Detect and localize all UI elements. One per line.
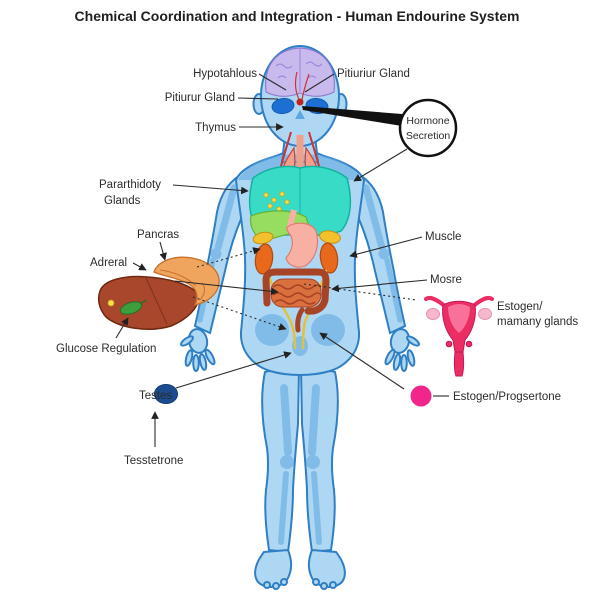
intestines [262, 268, 330, 333]
label-parathyroid-line1: Pararthidoty [99, 179, 161, 191]
label-pancreas: Pancras [137, 229, 179, 241]
label-testosterone: Tesstetrone [124, 455, 183, 467]
hypothalamus-line [258, 73, 287, 91]
right-foot [308, 548, 346, 590]
right-hand [384, 328, 420, 372]
hormone-secretion-label-line2: Secretion [406, 130, 451, 142]
estrogen-progesterone-line [319, 332, 405, 390]
hormone-secretion-arrow [353, 148, 408, 182]
pancreas-body-line [174, 280, 279, 296]
estrogen-progesterone-dot [410, 385, 432, 407]
left-foot [254, 548, 292, 590]
label-parathyroid-line2: Glands [104, 195, 141, 207]
page-title: Chemical Coordination and Integration - … [75, 8, 520, 24]
pancreas-arrow [159, 241, 167, 261]
muscle-arrow [349, 236, 423, 258]
label-testes: Testes [139, 390, 172, 402]
mosre-arrow [331, 279, 428, 293]
hormone-secretion-label-line1: Hormone [406, 115, 449, 127]
label-estrogen-mammary-line1: Estogen/ [497, 301, 543, 313]
label-pituitary-left: Pitiurur Gland [165, 92, 235, 104]
label-adrenal: Adreral [90, 257, 127, 269]
right-kidney [319, 242, 339, 274]
hormone-secretion-badge: Hormone Secretion [398, 98, 458, 158]
pituitary-right-line [304, 73, 335, 93]
label-muscle: Muscle [425, 231, 461, 243]
left-eye-region [271, 97, 295, 115]
adrenal-arrow [132, 262, 147, 271]
hormone-secretion-wedge [302, 106, 402, 126]
liver-external [97, 275, 201, 330]
right-ovary [478, 308, 492, 320]
pelvis-dotted-line [192, 296, 287, 331]
body-figure [180, 45, 420, 590]
pituitary-dot [296, 98, 304, 106]
callout-lines [115, 73, 449, 447]
pituitary-left-line [237, 97, 279, 100]
nose [295, 110, 305, 119]
glucose-arrow [115, 317, 129, 339]
gallbladder-body [119, 301, 143, 315]
testes-line [175, 351, 292, 389]
parathyroid-arrow [172, 184, 249, 195]
label-mosre: Mosre [430, 274, 462, 286]
stomach [285, 209, 319, 268]
testes-oval [154, 384, 178, 404]
uterus [424, 296, 494, 377]
label-estrogen-mammary-line2: mamany glands [497, 316, 578, 328]
left-ovary [426, 308, 440, 320]
label-glucose-regulation: Glucose Regulation [56, 343, 156, 355]
liver-highlight-dot [107, 299, 115, 307]
label-thymus: Thymus [195, 122, 236, 134]
label-hypothalamus: Hypotahlous [193, 68, 257, 80]
left-hand [180, 328, 216, 372]
label-estrogen-progesterone: Estogen/Progsertone [453, 391, 561, 403]
label-pituitary-right: Pitiuriur Gland [337, 68, 410, 80]
adrenal-dotted-line [196, 247, 261, 268]
uterus-dotted-line [303, 283, 417, 301]
left-adrenal [252, 231, 274, 245]
